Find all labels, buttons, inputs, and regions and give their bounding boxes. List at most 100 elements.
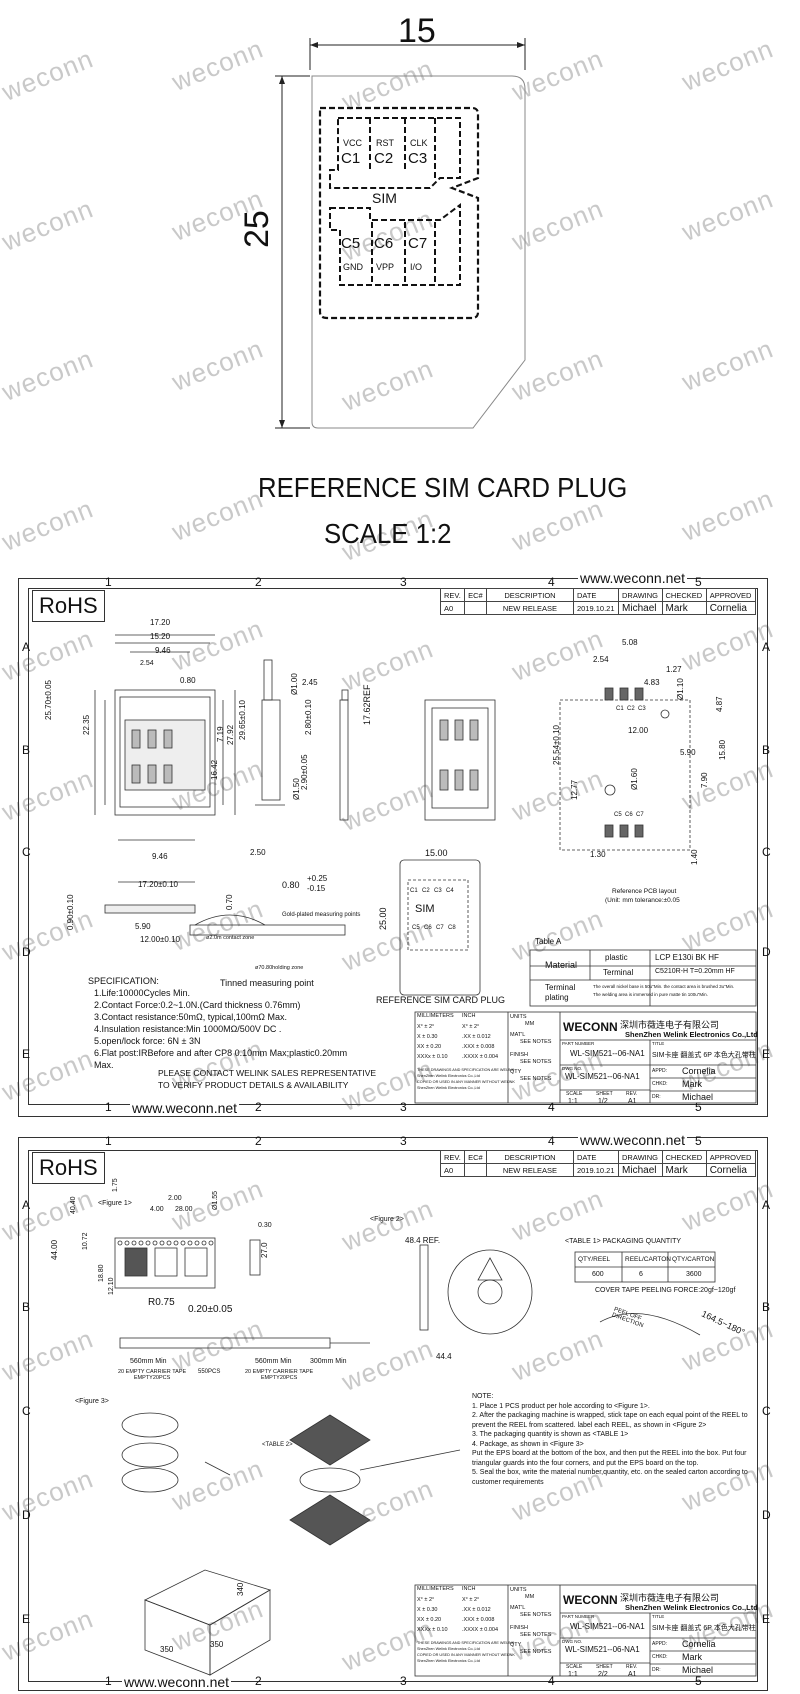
contact-line-1: PLEASE CONTACT WELINK SALES REPRESENTATI… — [158, 1068, 377, 1078]
ref-sim-caption: REFERENCE SIM CARD PLUG — [376, 995, 506, 1005]
note-title: NOTE: — [472, 1393, 494, 1400]
title-label: TITLE — [652, 1041, 665, 1046]
tol-inch-0: X° ± 2° — [462, 1024, 480, 1030]
chkd-value: Mark — [682, 1652, 702, 1662]
scale-h-2: REV. — [626, 1091, 638, 1097]
units-value: MM — [525, 1021, 535, 1027]
qty-value: SEE NOTES — [520, 1649, 552, 1655]
tol-inch-0: X° ± 2° — [462, 1597, 480, 1603]
s2-row-D-left: D — [22, 1508, 31, 1522]
tol-inch-2: .XXX ± 0.008 — [462, 1617, 495, 1623]
s1-col-1-top: 1 — [105, 575, 112, 589]
label-empty1: 20 EMPTY CARRIER TAPE EMPTY20PCS — [118, 1369, 187, 1381]
s2-col-3-bottom: 3 — [400, 1674, 407, 1688]
company-name-en: ShenZhen Welink Electronics Co.,Ltd — [625, 1603, 758, 1612]
peel-force: COVER TAPE PEELING FORCE:20gf~120gf — [595, 1287, 736, 1294]
s2-row-E-left: E — [22, 1612, 31, 1626]
tol-inch-header: INCH — [462, 1013, 476, 1019]
label-d1072: 10.72 — [82, 1232, 89, 1250]
s2-col-4-top: 4 — [548, 1134, 555, 1148]
label-table2_lbl: <TABLE 2> — [262, 1442, 293, 1448]
sprocket-hole — [166, 1240, 172, 1246]
tol-mm-3: XXXx ± 0.10 — [417, 1627, 448, 1633]
s1-col-4-top: 4 — [548, 575, 555, 589]
s1-row-B-right: B — [762, 743, 771, 757]
s2-col-3-top: 3 — [400, 1134, 407, 1148]
dr-label: DR: — [652, 1667, 661, 1673]
label-d030: 0.30 — [258, 1222, 272, 1229]
scale-v-1: 2/2 — [598, 1671, 608, 1678]
scale-v-2: A1 — [628, 1671, 637, 1678]
dim-d254: 2.54 — [140, 660, 154, 667]
spec-item: 2.Contact Force:0.2~1.0N.(Card thickness… — [94, 1000, 301, 1010]
sim-label: SIM — [372, 190, 397, 206]
label-box_340: 340 — [236, 1582, 245, 1596]
connector-drawings — [94, 634, 757, 1104]
tinned-note: Tinned measuring point — [220, 978, 314, 988]
company-logo: WECONN — [563, 1593, 618, 1607]
tol-mm-1: X ± 0.30 — [417, 1034, 438, 1040]
scale-label: SCALE 1:2 — [324, 518, 452, 549]
notice-3: COPIED OR USED IN ANY MANNER WITHOUT WEI… — [417, 1080, 515, 1084]
plastic-label: plastic — [605, 953, 628, 962]
plating-label: Terminal plating — [545, 983, 576, 1002]
dim-d483: 4.83 — [644, 678, 660, 687]
s1-row-B-left: B — [22, 743, 31, 757]
plating-value-2: The welding area is immersed in pure mat… — [593, 992, 708, 997]
revision-row: A0 NEW RELEASE 2019.10.21 Michael Mark C… — [439, 601, 757, 615]
dim-d245: 2.45 — [302, 678, 318, 687]
s1-col-3-top: 3 — [400, 575, 407, 589]
table-a-title: Table A — [535, 937, 562, 946]
appd-value: Cornelia — [682, 1066, 716, 1076]
s2-row-A-right: A — [762, 1198, 771, 1212]
mini-pin-C1: C1 — [410, 888, 418, 894]
spec-item: 1.Life:10000Cycles Min. — [94, 988, 191, 998]
scale-h-1: SHEET — [596, 1091, 613, 1097]
label-empty2: 20 EMPTY CARRIER TAPE EMPTY20PCS — [245, 1369, 314, 1381]
website-bottom[interactable]: www.weconn.net — [130, 1100, 240, 1116]
appd-label: APPD: — [652, 1068, 668, 1074]
table1-value-1: 6 — [639, 1271, 643, 1278]
revision-table: REV. EC# DESCRIPTION DATE DRAWING CHECKE… — [439, 588, 757, 615]
matl-value: SEE NOTES — [520, 1039, 552, 1045]
pcb-pin-C7: C7 — [636, 812, 644, 818]
s2-row-B-left: B — [22, 1300, 31, 1314]
label-d4400: 44.00 — [50, 1239, 59, 1260]
dr-label: DR: — [652, 1094, 661, 1100]
notice-3: COPIED OR USED IN ANY MANNER WITHOUT WEI… — [417, 1653, 515, 1657]
s1-row-D-left: D — [22, 945, 31, 959]
rev-h-drawing: DRAWING — [618, 1150, 663, 1164]
rev-v-checked: Mark — [661, 1163, 707, 1177]
note-list: 1. Place 1 PCS product per hole accordin… — [472, 1402, 748, 1488]
notice-1: THESE DRAWINGS AND SPECIFICATION ARE WEI… — [417, 1641, 515, 1645]
mini-pin-C7: C7 — [436, 925, 444, 931]
qty-label: QTY — [510, 1069, 522, 1075]
dr-value: Michael — [682, 1665, 714, 1675]
rev-v-approved: Cornelia — [705, 1163, 757, 1177]
label-fig2: <Figure 2> — [370, 1216, 404, 1223]
label-box_350a: 350 — [160, 1645, 174, 1654]
s1-col-5-bottom: 5 — [695, 1100, 702, 1114]
label-d484: 48.4 REF. — [405, 1236, 441, 1245]
mini-pin-C4: C4 — [446, 888, 454, 894]
dr-value: Michael — [682, 1092, 714, 1102]
rohs-badge-2: RoHS — [32, 1152, 105, 1184]
width-dimension: 15 — [398, 12, 436, 50]
part-title: SIM卡座 翻盖式 6P 本色大孔带柱 — [652, 1625, 756, 1632]
mini-pin-C5: C5 — [412, 925, 420, 931]
pcb-pin-C6: C6 — [625, 812, 633, 818]
table1-header-2: QTY/CARTON — [672, 1256, 715, 1263]
website-top[interactable]: www.weconn.net — [578, 570, 688, 586]
website-bottom-2[interactable]: www.weconn.net — [122, 1674, 232, 1690]
tol-inch-header: INCH — [462, 1586, 476, 1592]
spec-item: 3.Contact resistance:50mΩ, typical,100mΩ… — [94, 1012, 288, 1022]
website-top-2[interactable]: www.weconn.net — [578, 1132, 688, 1148]
chkd-value: Mark — [682, 1079, 702, 1089]
note-item: 2. After the packaging machine is wrappe… — [472, 1412, 748, 1419]
pcb-pin-C3: C3 — [638, 706, 646, 712]
notice-2: ShenZhen Welink Electronics Co.,Ltd — [417, 1074, 480, 1078]
dim-d130: 1.30 — [590, 850, 606, 859]
label-d020: 0.20±0.05 — [188, 1304, 233, 1315]
tol-mm-2: XX ± 0.20 — [417, 1044, 442, 1050]
revision-row: A0 NEW RELEASE 2019.10.21 Michael Mark C… — [439, 1163, 757, 1177]
